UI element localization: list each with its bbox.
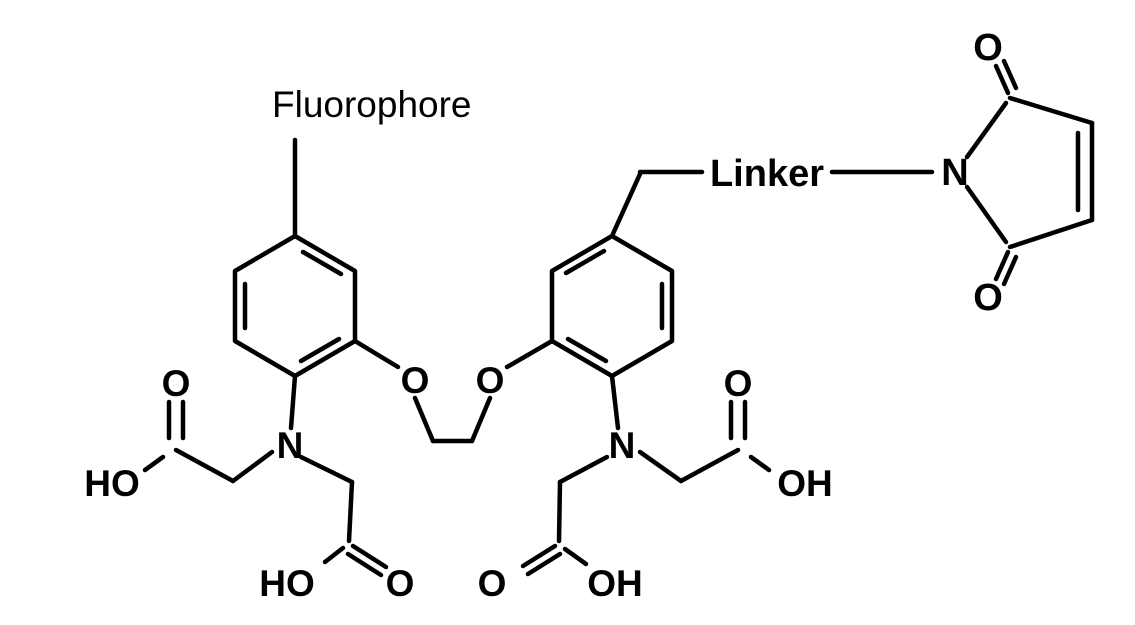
bond-carboxyl-to-hydroxyl (142, 454, 166, 473)
bond-ring-to-nitrogen-left (288, 373, 298, 431)
carbonyl-oxygen-right-bottom-label: O (478, 563, 507, 604)
bond-oxygen-left-to-ch2 (412, 395, 436, 444)
benzene-ring-right-outline (549, 233, 675, 379)
hydroxyl-right-bottom-label: OH (587, 563, 643, 604)
ether-oxygen-left-label: O (401, 360, 430, 401)
linker-label: Linker (710, 153, 824, 195)
bond-ch2-to-carboxyl (346, 479, 355, 544)
iminodiacetate-right: N O OH O OH (478, 363, 833, 604)
maleimide-oxygen-top-label: O (973, 27, 1003, 69)
amine-nitrogen-right-label: N (609, 425, 636, 466)
bond-n-to-ch2 (298, 454, 355, 485)
ether-oxygen-right-label: O (476, 360, 505, 401)
bond-carbonyl-to-vinyl-top (1007, 95, 1095, 126)
hydroxyl-left-top-label: HO (84, 463, 140, 504)
double-bond-inner (565, 336, 609, 364)
carbonyl-double-bond (520, 543, 558, 569)
fluorophore-label: Fluorophore (272, 84, 472, 125)
carbonyl-double-bond (1001, 254, 1019, 287)
double-bond-inner (300, 249, 344, 277)
bond-n-to-ch2 (637, 449, 684, 484)
carbonyl-double-bond (525, 551, 563, 577)
bond-n-to-carbonyl-top (964, 100, 1009, 160)
bond-carboxyl-to-hydroxyl (562, 546, 589, 567)
bond-ring-to-ch2-top (609, 171, 643, 239)
bond-n-to-ch2 (557, 454, 610, 485)
ether-bridge: O O (352, 338, 555, 444)
fluorophore-attachment: Fluorophore (272, 84, 472, 239)
carbonyl-double-bond (350, 543, 389, 570)
carbonyl-oxygen-left-bottom-label: O (386, 563, 415, 604)
bond-ch2-to-carboxyl (556, 479, 563, 544)
benzene-ring-left (232, 233, 358, 379)
maleimide-nitrogen-label: N (941, 152, 968, 194)
hydroxyl-left-bottom-label: HO (259, 563, 315, 604)
double-bond-inner (563, 248, 607, 276)
iminodiacetate-left: N O HO HO O (84, 363, 414, 604)
benzene-ring-left-outline (232, 233, 358, 379)
amine-nitrogen-left-label: N (277, 425, 304, 466)
double-bond-inner (298, 336, 342, 364)
bond-carboxyl-to-hydroxyl (748, 454, 772, 473)
bond-oxygen-right-to-ch2 (469, 395, 493, 444)
bond-n-to-ch2 (230, 449, 275, 484)
hydroxyl-right-top-label: OH (777, 463, 833, 504)
bond-ch2-to-carboxyl (678, 447, 741, 484)
carbonyl-oxygen-left-top-label: O (162, 363, 191, 404)
bond-ch2-to-carboxyl (173, 447, 236, 484)
carbonyl-double-bond (1001, 58, 1019, 91)
bond-ring-to-oxygen-left (352, 338, 401, 370)
benzene-ring-right (549, 233, 675, 379)
bond-n-to-carbonyl-bottom (964, 184, 1009, 245)
carbonyl-oxygen-right-top-label: O (724, 363, 753, 404)
bond-ring-to-oxygen-right (504, 338, 555, 370)
carbonyl-double-bond (993, 249, 1011, 282)
carbonyl-double-bond (345, 551, 384, 578)
linker-chain: Linker (609, 153, 935, 239)
carbonyl-double-bond (993, 63, 1011, 96)
maleimide-group: N O O (941, 27, 1095, 319)
bond-carboxyl-to-hydroxyl (322, 545, 346, 565)
bond-ring-to-nitrogen-right (609, 373, 621, 431)
maleimide-oxygen-bottom-label: O (973, 277, 1003, 319)
bond-carbonyl-to-vinyl-bottom (1007, 217, 1095, 250)
